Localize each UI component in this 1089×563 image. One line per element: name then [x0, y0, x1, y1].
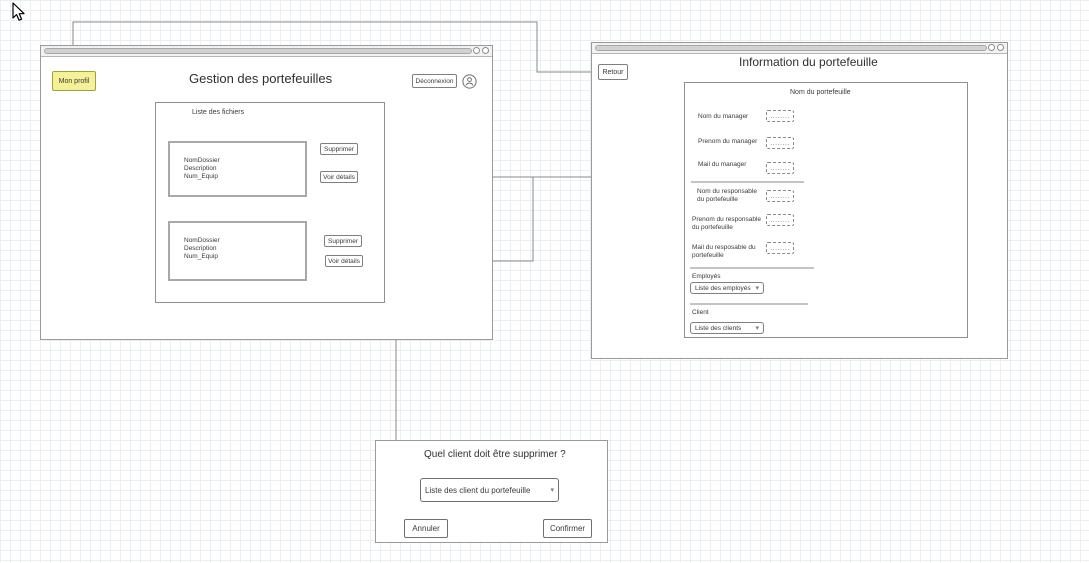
section-divider [691, 181, 804, 183]
window-control-maximize-icon[interactable] [997, 44, 1004, 51]
employees-select[interactable]: Liste des employés ▾ [690, 282, 764, 294]
window-information-portefeuille [591, 42, 1008, 359]
field-label-prenom-responsable: Prenom du responsable du portefeuille [692, 216, 762, 232]
field-label-mail-manager: Mail du manager [698, 161, 747, 168]
mouse-pointer-icon [12, 2, 26, 27]
file-card-supprimer-button[interactable]: Supprimer [320, 143, 358, 155]
retour-button[interactable]: Retour [598, 64, 628, 80]
file-card-lines: NomDossier Description Num_Equip [184, 157, 220, 181]
section-divider [690, 267, 814, 269]
file-card-lines: NomDossier Description Num_Equip [184, 237, 220, 261]
chevron-down-icon: ▾ [755, 324, 759, 332]
window-gestion-portefeuilles [40, 45, 493, 340]
field-label-nom-responsable: Nom du responsable du portefeuille [697, 188, 757, 204]
deconnexion-button[interactable]: Déconnexion [412, 74, 457, 88]
file-card[interactable] [168, 221, 307, 281]
window-control-minimize-icon[interactable] [988, 44, 995, 51]
window-control-maximize-icon[interactable] [482, 47, 489, 54]
file-card-voir-details-button[interactable]: Voir détails [320, 171, 358, 183]
employees-label: Employés [692, 273, 721, 280]
file-card-supprimer-button[interactable]: Supprimer [324, 235, 362, 247]
field-input-prenom-responsable[interactable]: ........ [766, 214, 794, 226]
dialog-client-select-value: Liste des client du portefeuille [425, 485, 531, 495]
portfolio-info-panel [684, 82, 968, 338]
field-label-mail-responsable: Mail du resposable du portefeuille [692, 244, 756, 260]
section-divider [690, 303, 808, 305]
file-card[interactable] [168, 141, 307, 197]
titlebar-pill [595, 45, 987, 51]
client-label: Client [692, 309, 709, 316]
field-input-mail-responsable[interactable]: ........ [766, 242, 794, 254]
window-titlebar[interactable] [41, 46, 492, 57]
field-label-nom-manager: Nom du manager [698, 113, 749, 120]
window-control-minimize-icon[interactable] [473, 47, 480, 54]
field-input-prenom-manager[interactable]: ........ [766, 137, 794, 149]
field-input-nom-responsable[interactable]: ........ [766, 190, 794, 202]
chevron-down-icon: ▾ [550, 486, 554, 494]
window-controls[interactable] [988, 44, 1004, 51]
files-panel [155, 102, 385, 303]
files-panel-heading: Liste des fichiers [192, 109, 245, 116]
confirmer-button[interactable]: Confirmer [543, 519, 592, 538]
window-controls[interactable] [473, 47, 489, 54]
field-input-mail-manager[interactable]: ........ [766, 162, 794, 174]
client-select-value: Liste des clients [695, 324, 742, 332]
window-titlebar[interactable] [592, 43, 1007, 54]
dialog-client-select[interactable]: Liste des client du portefeuille ▾ [420, 478, 559, 502]
titlebar-pill [44, 48, 472, 54]
mon-profil-button[interactable]: Mon profil [52, 71, 96, 91]
page-title-information: Information du portefeuille [739, 55, 878, 69]
portfolio-info-heading: Nom du portefeuille [790, 89, 851, 96]
page-title-gestion: Gestion des portefeuilles [189, 71, 333, 86]
client-select[interactable]: Liste des clients ▾ [690, 322, 764, 334]
field-input-nom-manager[interactable]: ........ [766, 110, 794, 122]
annuler-button[interactable]: Annuler [404, 519, 448, 538]
dialog-question: Quel client doit être supprimer ? [424, 449, 566, 460]
chevron-down-icon: ▾ [755, 284, 759, 292]
user-account-icon[interactable] [462, 74, 477, 89]
field-label-prenom-manager: Prenom du manager [698, 138, 758, 145]
employees-select-value: Liste des employés [695, 284, 751, 292]
file-card-voir-details-button[interactable]: Voir détails [325, 255, 363, 267]
